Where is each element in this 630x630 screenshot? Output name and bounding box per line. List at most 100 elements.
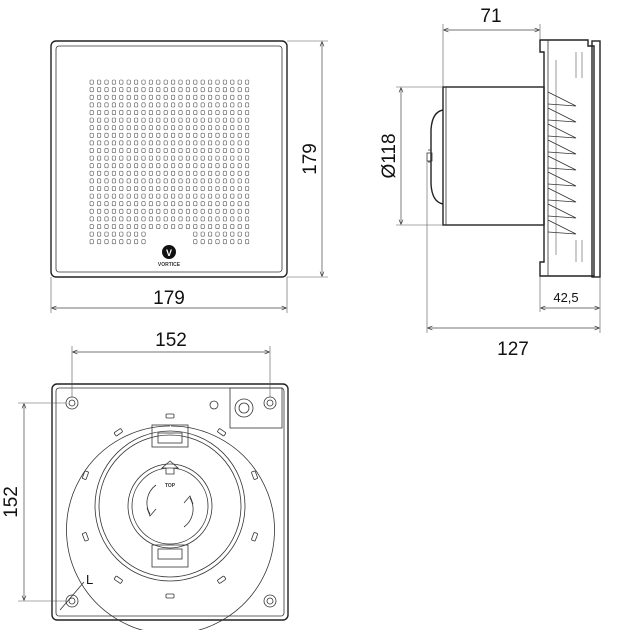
side-depth-dimension: 71 [442, 6, 541, 87]
grille-slot [126, 140, 131, 146]
grille-slot [245, 125, 250, 131]
grille-slot [119, 148, 124, 153]
grille-slot [200, 201, 205, 207]
grille-slot [156, 201, 161, 207]
grille-slot [111, 110, 116, 115]
grille-slot [171, 94, 176, 100]
grille-slot [222, 201, 227, 207]
grille-slot [126, 132, 131, 138]
grille-slot [141, 140, 146, 146]
grille-slot [97, 148, 102, 153]
side-depth-label: 71 [480, 6, 501, 27]
blade [547, 219, 577, 235]
grille-slot [104, 94, 109, 100]
grille-slot [208, 186, 213, 191]
grille-slot [141, 201, 146, 207]
grille-slot [104, 186, 109, 191]
grille-slot [148, 163, 153, 169]
grille-slot [134, 102, 139, 108]
front-width-dimension: 179 [50, 277, 288, 313]
grille-slot [134, 140, 139, 146]
grille-slot [111, 79, 116, 85]
grille-slot [104, 110, 109, 115]
grille-slot [97, 201, 102, 207]
grille-slot [237, 132, 242, 138]
grille-slot [230, 186, 235, 191]
grille-slot [148, 155, 153, 161]
grille-slot [245, 102, 250, 108]
grille-slot [193, 155, 198, 161]
grille-slot [97, 132, 102, 138]
grille-slot [245, 216, 250, 222]
grille-slot [134, 231, 139, 237]
grille-slot [97, 87, 102, 93]
grille-slot [193, 178, 198, 184]
grille-slot [230, 125, 235, 131]
grille-slot [193, 79, 198, 85]
grille-slot [163, 94, 168, 100]
grille-slot [163, 102, 168, 108]
grille-slot [126, 170, 131, 176]
grille-slot [148, 132, 153, 138]
grille-slot [126, 208, 131, 214]
grille-slot [97, 170, 102, 176]
grille-slot [193, 208, 198, 214]
grille-slot [89, 102, 94, 108]
grille-slot [97, 193, 102, 199]
grille-slot [185, 148, 190, 153]
grille-slot [163, 216, 168, 222]
grille-slot [193, 216, 198, 222]
grille-slot [230, 178, 235, 184]
vortice-logo: V VORTICE [158, 245, 181, 268]
grille-slot [89, 201, 94, 207]
grille-slot [156, 117, 161, 123]
grille-slot [200, 208, 205, 214]
blade [547, 155, 577, 171]
grille-slot [134, 193, 139, 199]
rear-view: TOP L [51, 383, 289, 630]
grille-slot [119, 110, 124, 115]
grille-slot [148, 186, 153, 191]
front-view: V VORTICE [50, 40, 288, 278]
grille-slot [104, 87, 109, 93]
grille-slot [141, 231, 146, 237]
grille-slot [237, 155, 242, 161]
grille-slot [208, 216, 213, 222]
grille-slot [193, 231, 198, 237]
grille-slot [126, 79, 131, 85]
grille-slot [230, 148, 235, 153]
grille-slot [193, 94, 198, 100]
grille-slot [171, 155, 176, 161]
grille-slot [111, 193, 116, 199]
grille-slot [185, 201, 190, 207]
grille-slot [230, 79, 235, 85]
grille-slot [185, 117, 190, 123]
grille-slot [222, 178, 227, 184]
grille-slot [171, 178, 176, 184]
grille-slot [163, 178, 168, 184]
grille-slot [111, 117, 116, 123]
grille-slot [119, 102, 124, 108]
grille-slot [208, 110, 213, 115]
grille-slot [134, 148, 139, 153]
grille-slot [148, 178, 153, 184]
ring-clip [251, 532, 258, 542]
grille-slot [178, 208, 183, 214]
grille-slot [126, 110, 131, 115]
grille-slot [222, 110, 227, 115]
grille-slot [134, 178, 139, 184]
grille-slot [134, 155, 139, 161]
grille-slot [222, 216, 227, 222]
grille-slot [97, 239, 102, 245]
grille-slot [111, 148, 116, 153]
grille-slot [193, 170, 198, 176]
grille-slot [104, 231, 109, 237]
grille-slot [148, 110, 153, 115]
grille-slot [215, 186, 220, 191]
grille-slot [222, 125, 227, 131]
grille-slot [230, 208, 235, 214]
grille-slot [89, 87, 94, 93]
blade [547, 91, 577, 107]
grille-slot [193, 201, 198, 207]
grille-slot [230, 170, 235, 176]
